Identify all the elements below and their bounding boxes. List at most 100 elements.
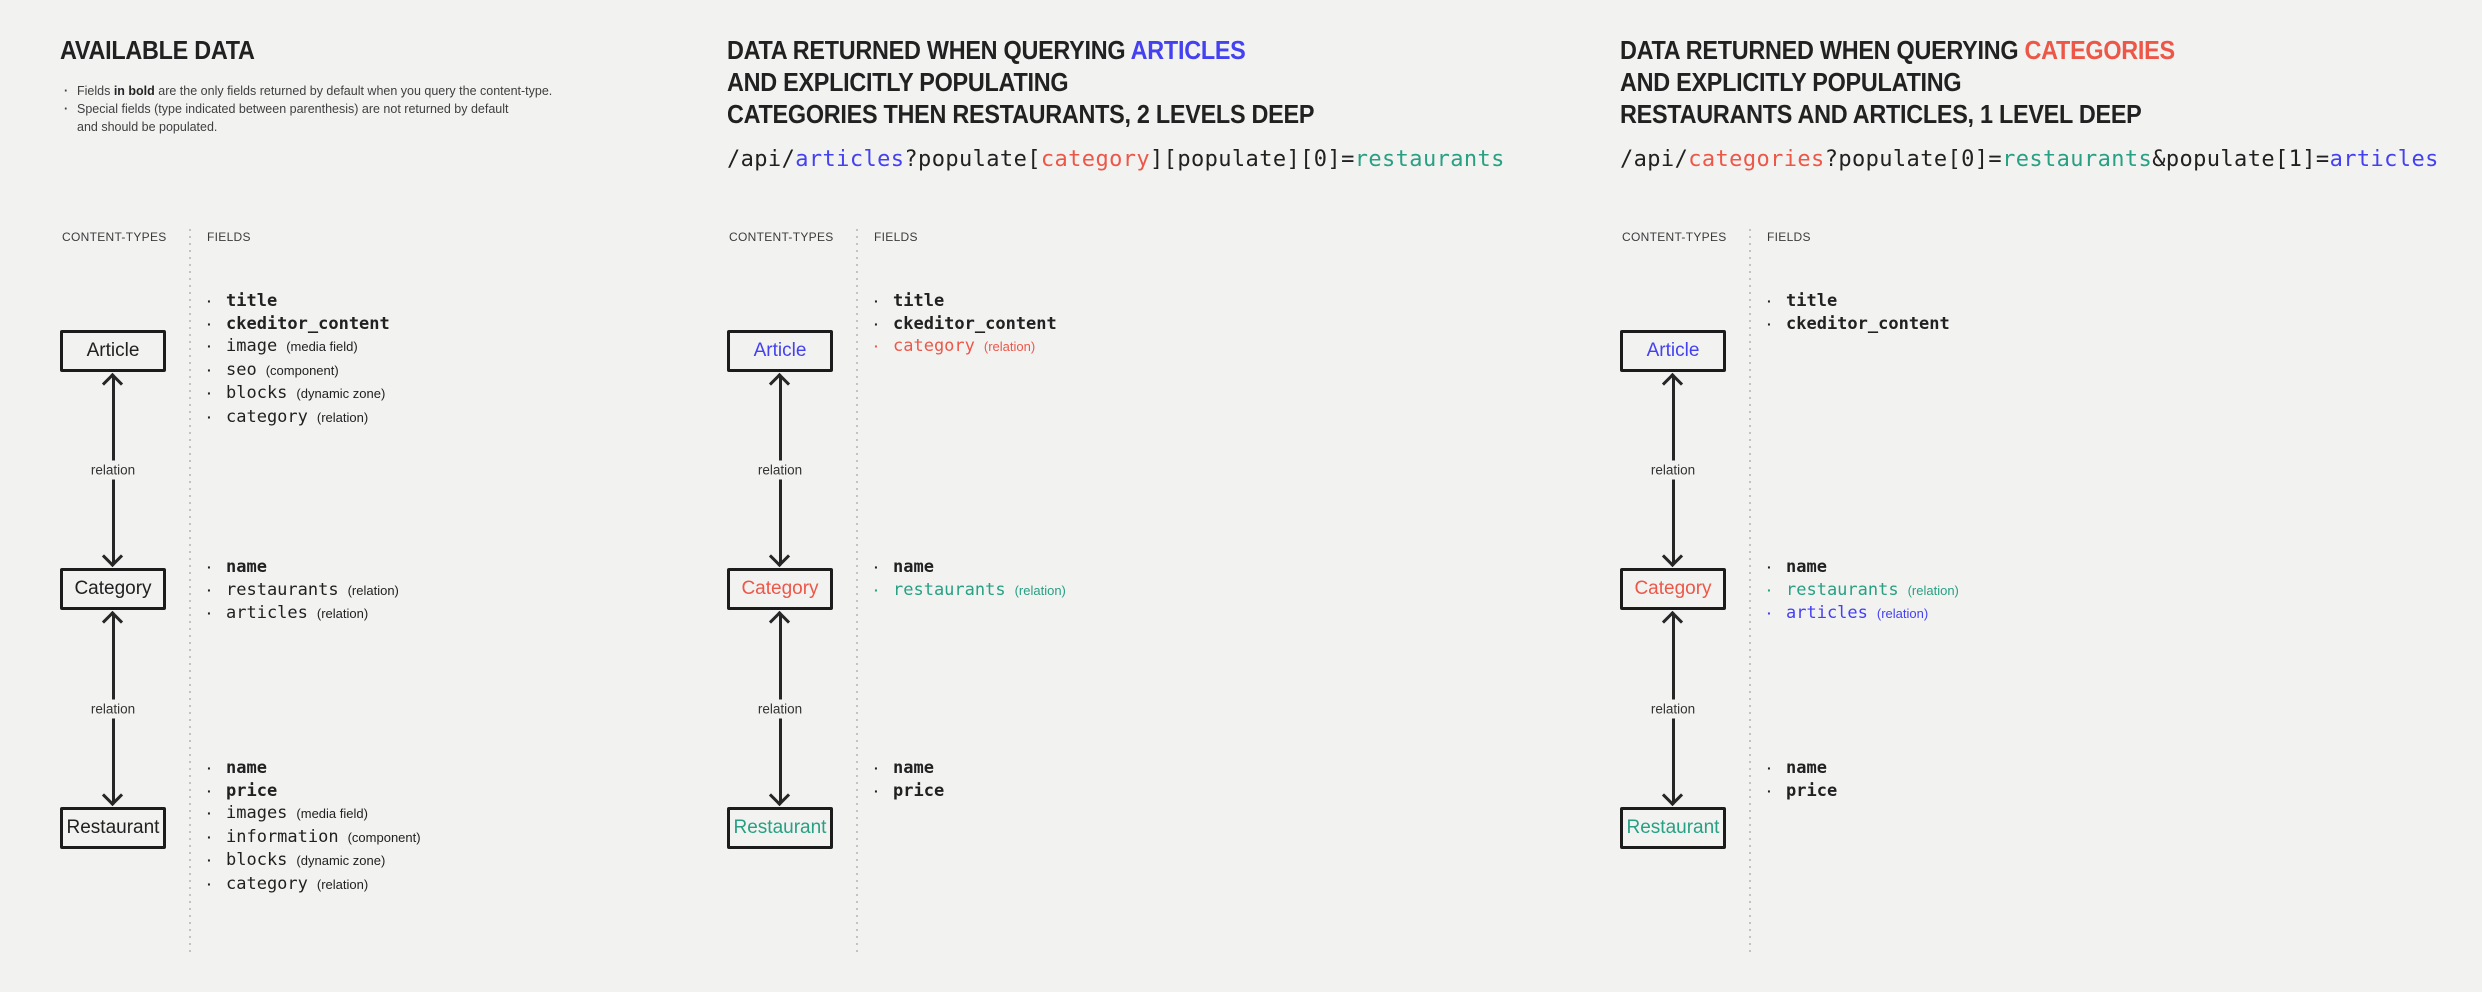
arrowhead-down-icon bbox=[768, 784, 791, 807]
panel-title-segment: CATEGORIES THEN RESTAURANTS, 2 LEVELS DE… bbox=[727, 99, 1315, 129]
field-name: price bbox=[226, 780, 278, 801]
panel-title-segment: AVAILABLE DATA bbox=[60, 35, 255, 65]
arrowhead-down-icon bbox=[101, 545, 124, 568]
field-row: restaurants(relation) bbox=[1767, 579, 1959, 603]
field-row: image(media field) bbox=[207, 335, 390, 359]
field-row: title bbox=[207, 290, 390, 313]
field-name: name bbox=[226, 557, 267, 577]
bullet-icon bbox=[874, 556, 893, 579]
bullet-icon bbox=[1767, 290, 1786, 313]
bullet-icon bbox=[207, 826, 226, 849]
fields-list: nameprice bbox=[874, 757, 944, 802]
arrowhead-up-icon bbox=[768, 610, 791, 633]
relation-label: relation bbox=[751, 460, 809, 480]
content-types-label: CONTENT-TYPES bbox=[62, 230, 167, 244]
panel-title-segment: AND EXPLICITLY POPULATING bbox=[727, 67, 1069, 97]
field-type-note: (relation) bbox=[1907, 582, 1959, 598]
field-name: name bbox=[893, 758, 934, 778]
field-row: ckeditor_content bbox=[1767, 313, 1950, 336]
api-path-segment: ?populate[0]= bbox=[1824, 147, 2003, 172]
relation-label: relation bbox=[84, 460, 142, 480]
fields-list: titleckeditor_contentimage(media field)s… bbox=[207, 290, 390, 429]
field-name: price bbox=[893, 780, 945, 801]
field-row: name bbox=[1767, 757, 1837, 780]
panel-title: AVAILABLE DATA bbox=[60, 34, 276, 66]
api-path: /api/categories?populate[0]=restaurants&… bbox=[1620, 146, 2439, 174]
field-name: ckeditor_content bbox=[893, 313, 1057, 334]
content-type-label: Category bbox=[74, 578, 152, 599]
arrowhead-up-icon bbox=[1661, 610, 1684, 633]
fields-label: FIELDS bbox=[207, 230, 251, 244]
bullet-icon bbox=[207, 757, 226, 780]
field-type-note: (component) bbox=[347, 829, 421, 845]
field-name: ckeditor_content bbox=[1786, 313, 1950, 334]
bullet-icon bbox=[1767, 556, 1786, 579]
arrowhead-up-icon bbox=[768, 372, 791, 395]
field-name: articles bbox=[1786, 603, 1868, 623]
panel-title-line: AND EXPLICITLY POPULATING bbox=[1620, 66, 2175, 98]
field-row: name bbox=[1767, 556, 1959, 579]
bullet-icon bbox=[207, 602, 226, 625]
content-type-label: Restaurant bbox=[733, 817, 827, 838]
relation-label: relation bbox=[751, 699, 809, 718]
field-name: name bbox=[1786, 557, 1827, 577]
bullet-icon bbox=[1767, 602, 1786, 625]
bullet-icon bbox=[207, 290, 226, 313]
field-row: restaurants(relation) bbox=[874, 579, 1066, 603]
field-name: information bbox=[226, 826, 339, 847]
field-type-note: (relation) bbox=[1014, 582, 1066, 598]
bullet-icon bbox=[207, 406, 226, 429]
field-row: name bbox=[874, 556, 1066, 579]
field-type-note: (relation) bbox=[347, 582, 399, 598]
field-name: title bbox=[893, 291, 945, 311]
panel-title-segment: DATA RETURNED WHEN QUERYING bbox=[727, 35, 1131, 65]
content-type-box-restaurant: Restaurant bbox=[1620, 807, 1726, 849]
field-row: seo(component) bbox=[207, 359, 390, 383]
note-segment: are the only fields returned by default … bbox=[154, 84, 553, 98]
api-path-segment: restaurants bbox=[2002, 147, 2153, 172]
panel-title-line: DATA RETURNED WHEN QUERYING CATEGORIES bbox=[1620, 34, 2175, 66]
field-row: category(relation) bbox=[207, 873, 421, 897]
field-row: price bbox=[207, 780, 421, 803]
content-type-label: Article bbox=[86, 340, 140, 361]
field-type-note: (relation) bbox=[316, 876, 369, 892]
bullet-icon bbox=[64, 100, 77, 136]
bullet-icon bbox=[207, 579, 226, 602]
field-name: name bbox=[1786, 758, 1827, 778]
field-name: price bbox=[1786, 780, 1838, 801]
field-type-note: (media field) bbox=[296, 806, 368, 821]
bullet-icon bbox=[207, 780, 226, 803]
bullet-icon bbox=[207, 382, 226, 405]
field-name: image bbox=[226, 336, 278, 356]
api-path-segment: /api/ bbox=[727, 147, 796, 172]
diagram: CONTENT-TYPES FIELDS Articletitleckedito… bbox=[727, 228, 1327, 960]
api-path-segment: category bbox=[1040, 147, 1151, 172]
field-name: title bbox=[1786, 291, 1838, 311]
fields-list: namepriceimages (media field) information (… bbox=[207, 757, 421, 896]
field-type-note: (relation) bbox=[1876, 606, 1929, 621]
content-type-label: Article bbox=[753, 340, 807, 361]
field-name: images bbox=[226, 803, 288, 823]
panel-title-line: DATA RETURNED WHEN QUERYING ARTICLES bbox=[727, 34, 1314, 66]
bullet-icon bbox=[64, 82, 77, 100]
bullet-icon bbox=[874, 290, 893, 313]
fields-list: namerestaurants(relation) bbox=[874, 556, 1066, 602]
bullet-icon bbox=[1767, 313, 1786, 336]
field-row: blocks(dynamic zone) bbox=[207, 849, 421, 873]
fields-list: titleckeditor_contentcategory(relation) bbox=[874, 290, 1057, 359]
field-type-note: (relation) bbox=[983, 339, 1036, 354]
field-row: images (media field) bbox=[207, 802, 421, 826]
field-type-note: (dynamic zone) bbox=[296, 386, 386, 401]
field-row: name bbox=[207, 757, 421, 780]
field-row: title bbox=[874, 290, 1057, 313]
fields-list: nameprice bbox=[1767, 757, 1837, 802]
field-name: blocks bbox=[226, 383, 288, 403]
fields-list: titleckeditor_content bbox=[1767, 290, 1950, 335]
arrowhead-up-icon bbox=[1661, 372, 1684, 395]
note-segment: Special fields (type indicated between p… bbox=[77, 102, 509, 116]
field-type-note: (component) bbox=[265, 362, 339, 378]
panel-title-segment: RESTAURANTS AND ARTICLES, 1 LEVEL DEEP bbox=[1620, 99, 2142, 129]
